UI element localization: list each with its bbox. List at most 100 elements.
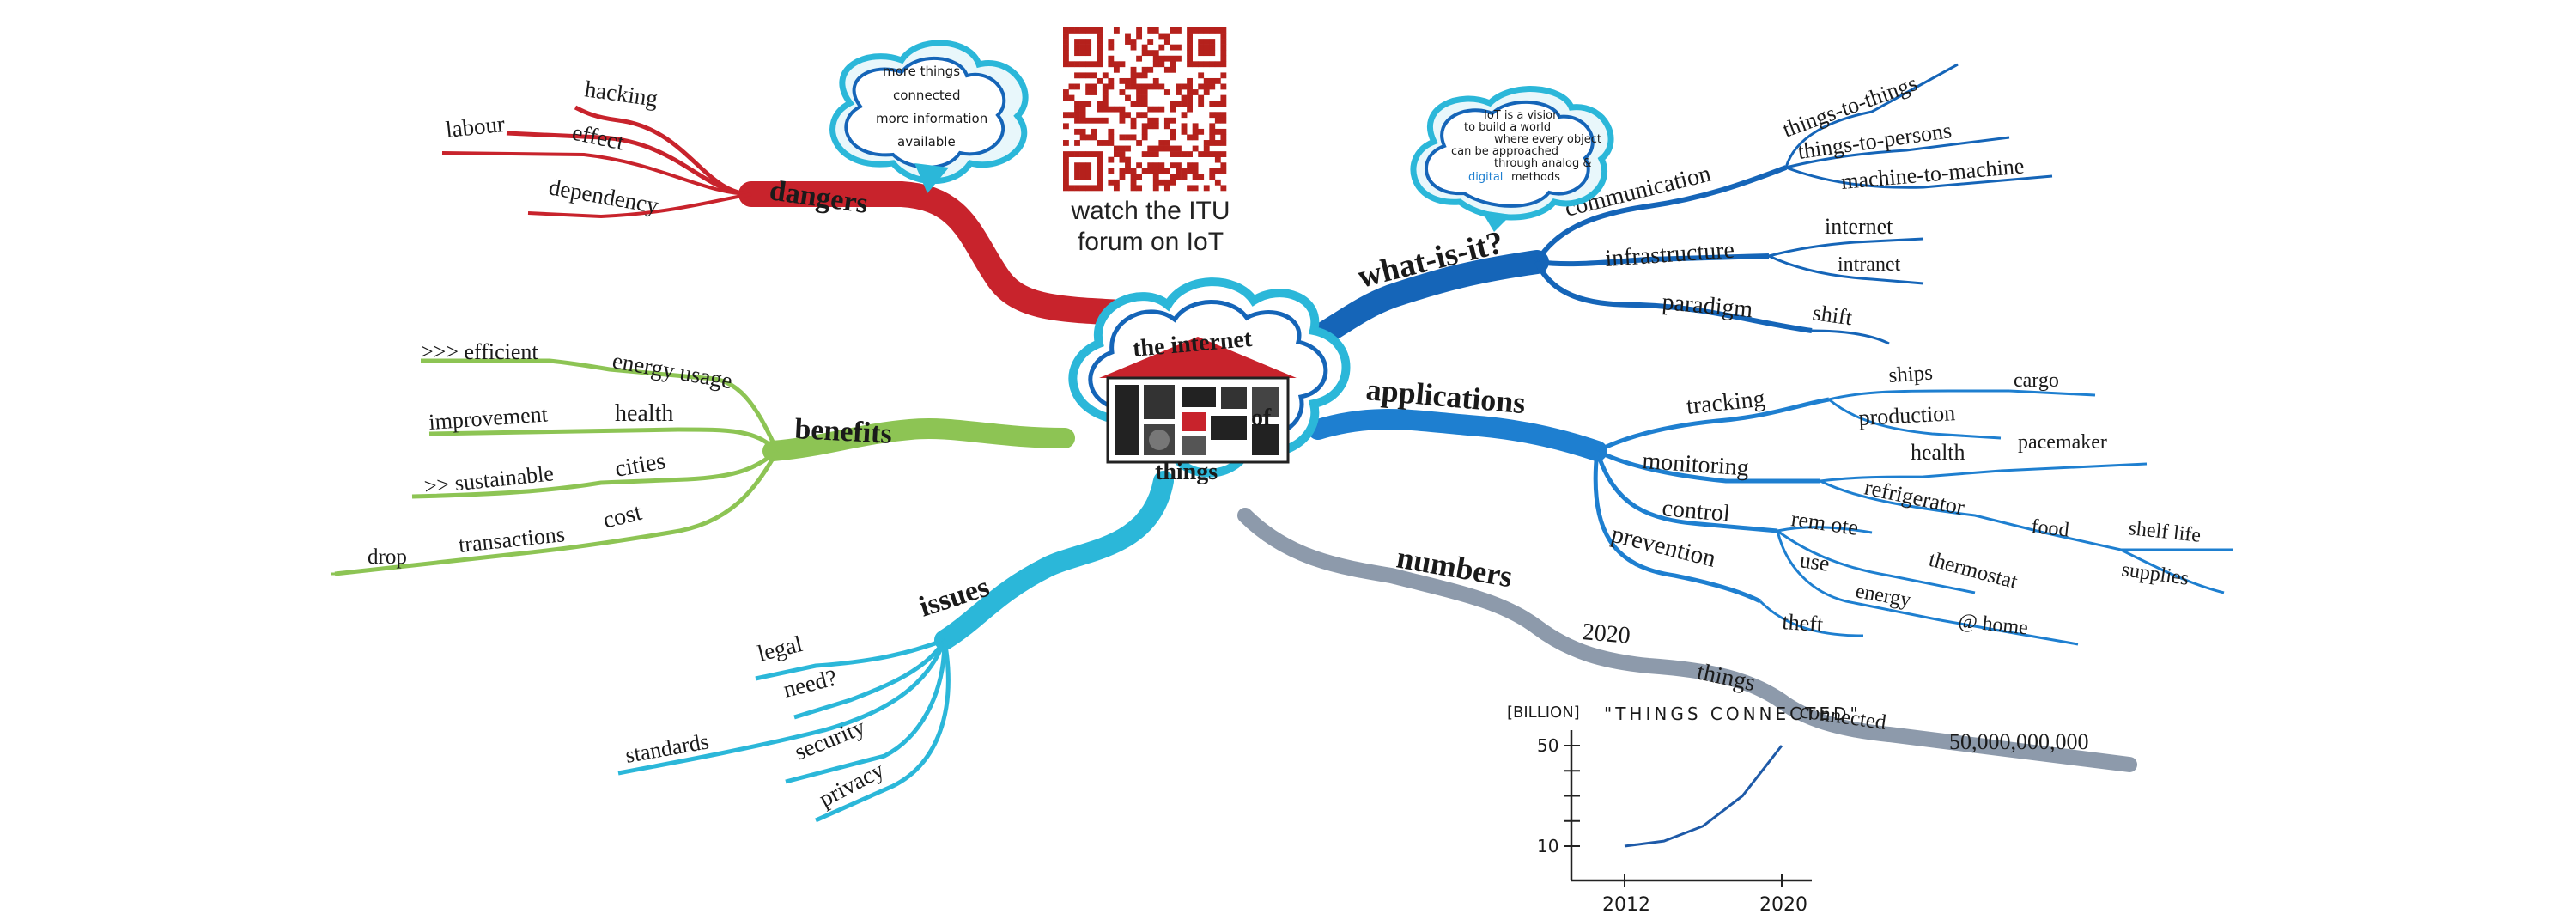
qr-module bbox=[1108, 61, 1115, 68]
qr-module bbox=[1176, 174, 1182, 180]
qr-module bbox=[1152, 55, 1159, 62]
app-item-energy: energy bbox=[1854, 580, 1912, 612]
bubble-dangers-line3: more information bbox=[876, 111, 987, 126]
qr-module bbox=[1130, 101, 1137, 107]
qr-module bbox=[1063, 151, 1069, 157]
qr-module bbox=[1152, 151, 1159, 157]
qr-module bbox=[1187, 101, 1193, 107]
qr-module bbox=[1163, 66, 1170, 73]
qr-module bbox=[1152, 27, 1159, 34]
qr-module bbox=[1091, 134, 1097, 141]
qr-module bbox=[1187, 89, 1193, 95]
issues-item-security: security bbox=[791, 714, 869, 765]
app-item-supplies: supplies bbox=[2120, 558, 2190, 590]
qr-module bbox=[1170, 151, 1176, 157]
qr-module bbox=[1203, 27, 1210, 34]
qr-module bbox=[1203, 61, 1210, 68]
qr-module bbox=[1163, 39, 1170, 45]
qr-module bbox=[1220, 185, 1227, 192]
qr-module bbox=[1113, 145, 1120, 152]
qr-module bbox=[1074, 128, 1080, 135]
qr-module bbox=[1158, 162, 1165, 169]
qr-module bbox=[1209, 83, 1216, 90]
bubble-what-line6: digital bbox=[1468, 171, 1503, 184]
qr-module bbox=[1119, 77, 1126, 84]
qr-module bbox=[1152, 145, 1159, 152]
numbers-item-50b: 50,000,000,000 bbox=[1949, 729, 2089, 754]
what-item-machine-to-machine: machine-to-machine bbox=[1840, 153, 2025, 194]
qr-module bbox=[1085, 185, 1092, 192]
qr-module bbox=[1113, 151, 1120, 157]
qr-module bbox=[1220, 33, 1227, 40]
qr-module bbox=[1181, 168, 1188, 174]
qr-module bbox=[1187, 168, 1193, 174]
qr-module bbox=[1113, 106, 1120, 113]
qr-module bbox=[1079, 44, 1086, 51]
qr-module bbox=[1192, 128, 1199, 135]
bubble-dangers-line1: more things bbox=[883, 64, 960, 79]
qr-module bbox=[1102, 89, 1109, 95]
qr-module bbox=[1119, 174, 1126, 180]
qr-module bbox=[1220, 83, 1227, 90]
app-item-health: health bbox=[1911, 440, 1965, 465]
qr-module bbox=[1102, 101, 1109, 107]
qr-module bbox=[1108, 128, 1115, 135]
qr-module bbox=[1085, 89, 1092, 95]
qr-module bbox=[1176, 44, 1182, 51]
benefits-item-efficient: >>> efficient bbox=[421, 339, 538, 364]
qr-module bbox=[1125, 39, 1131, 45]
dangers-item-effect: effect bbox=[570, 119, 627, 155]
qr-module bbox=[1220, 61, 1227, 68]
chart-ylabel: [BILLION] bbox=[1507, 704, 1580, 722]
qr-module bbox=[1063, 55, 1069, 62]
qr-module bbox=[1209, 50, 1216, 57]
qr-module bbox=[1119, 89, 1126, 95]
qr-module bbox=[1085, 174, 1092, 180]
qr-module bbox=[1102, 83, 1109, 90]
qr-module bbox=[1097, 27, 1103, 34]
qr-module bbox=[1152, 168, 1159, 174]
qr-module bbox=[1074, 27, 1080, 34]
app-item-remote: rem ote bbox=[1789, 506, 1860, 540]
qr-module bbox=[1079, 106, 1086, 113]
qr-module bbox=[1163, 123, 1170, 130]
qr-module bbox=[1187, 162, 1193, 169]
qr-module bbox=[1125, 156, 1131, 163]
qr-code[interactable] bbox=[1063, 27, 1227, 192]
qr-module bbox=[1130, 179, 1137, 186]
qr-module bbox=[1068, 61, 1075, 68]
qr-module bbox=[1220, 112, 1227, 119]
qr-module bbox=[1091, 83, 1097, 90]
qr-module bbox=[1108, 168, 1115, 174]
qr-module bbox=[1187, 50, 1193, 57]
qr-module bbox=[1192, 61, 1199, 68]
qr-module bbox=[1170, 44, 1176, 51]
qr-module bbox=[1158, 145, 1165, 152]
qr-module bbox=[1209, 168, 1216, 174]
qr-module bbox=[1063, 174, 1069, 180]
speech-bubble-dangers bbox=[829, 40, 1029, 193]
qr-module bbox=[1220, 27, 1227, 34]
app-item-shelf-life: shelf life bbox=[2127, 517, 2202, 547]
qr-module bbox=[1158, 44, 1165, 51]
qr-caption: watch the ITU forum on IoT bbox=[1022, 196, 1279, 258]
issues-branch bbox=[617, 471, 1174, 823]
qr-module bbox=[1198, 61, 1205, 68]
qr-module bbox=[1187, 61, 1193, 68]
bubble-what-line2: to build a world bbox=[1464, 121, 1551, 134]
qr-module bbox=[1220, 94, 1227, 101]
app-item-food: food bbox=[2030, 515, 2069, 541]
qr-module bbox=[1141, 128, 1148, 135]
app-item-pacemaker: pacemaker bbox=[2018, 431, 2107, 454]
qr-module bbox=[1203, 50, 1210, 57]
qr-module bbox=[1158, 179, 1165, 186]
qr-module bbox=[1198, 39, 1205, 45]
qr-module bbox=[1130, 44, 1137, 51]
qr-module bbox=[1214, 27, 1221, 34]
qr-module bbox=[1147, 151, 1154, 157]
qr-module bbox=[1097, 50, 1103, 57]
qr-module bbox=[1147, 83, 1154, 90]
qr-module bbox=[1141, 123, 1148, 130]
